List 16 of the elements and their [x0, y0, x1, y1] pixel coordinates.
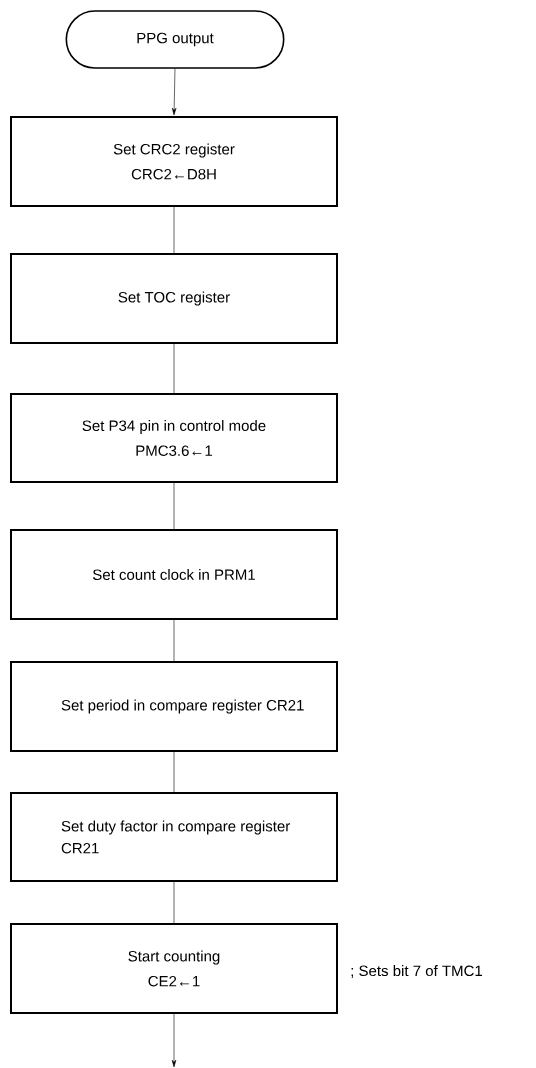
connector-line: [173, 619, 175, 662]
process-box: Set CRC2 register CRC2←D8H: [10, 116, 338, 207]
process-box: Set TOC register: [10, 253, 338, 344]
connector-line: [173, 881, 175, 924]
arrow: [172, 68, 177, 116]
process-box: Set P34 pin in control mode PMC3.6←1: [10, 393, 338, 483]
connector-line: [173, 343, 175, 394]
process-box: Start counting CE2←1: [10, 923, 338, 1014]
connector-line: [173, 206, 175, 254]
process-box: Set count clock in PRM1: [10, 529, 338, 620]
connector-line: [173, 751, 175, 793]
arrow: [171, 1013, 177, 1068]
process-box: Set period in compare register CR21: [10, 661, 338, 752]
process-box: Set duty factor in compare register CR21: [10, 792, 338, 882]
side-note: ; Sets bit 7 of TMC1: [351, 965, 482, 978]
connector-line: [173, 482, 175, 530]
